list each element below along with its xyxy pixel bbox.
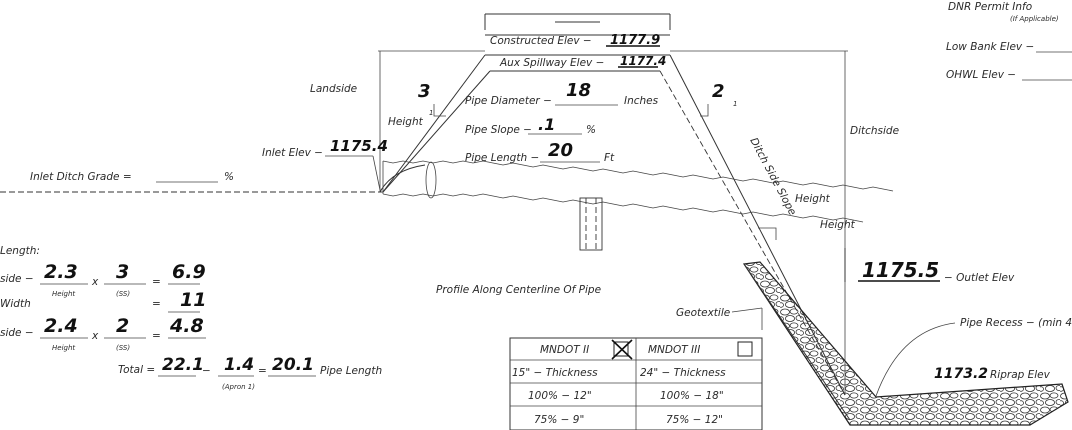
pipe-length-unit: Ft: [604, 152, 615, 164]
calc-row1-ss-caption: (SS): [116, 290, 130, 298]
inlet-elev-value: 1175.4: [330, 137, 388, 155]
mndot-iii-header: MNDOT III: [648, 344, 700, 356]
mndot-row1-col2: 24" − Thickness: [640, 367, 726, 379]
inlet-ditch-grade-unit: %: [224, 171, 234, 183]
calc-row1-height: 2.3: [44, 261, 78, 283]
landside-slope-value: 3: [418, 81, 431, 102]
svg-text:x: x: [91, 276, 99, 288]
landside-slope-triangle: [433, 104, 446, 117]
outlet-elev-value: 1175.5: [862, 258, 939, 282]
calc-row3-prefix: side −: [0, 327, 34, 339]
svg-text:=: =: [152, 330, 161, 342]
pipe-diameter-label: Pipe Diameter −: [465, 95, 552, 107]
ditchside-height-label-1: Height: [795, 193, 831, 205]
calc-apron-caption: (Apron 1): [222, 383, 255, 391]
calc-row3-height: 2.4: [44, 315, 78, 337]
pipe-diameter-value: 18: [566, 80, 591, 101]
profile-caption: Profile Along Centerline Of Pipe: [436, 284, 601, 296]
aux-spillway-value: 1177.4: [620, 54, 666, 68]
pipe-slope-label: Pipe Slope −: [465, 124, 532, 136]
calc-row3-height-caption: Height: [52, 344, 75, 352]
calc-row1-height-caption: Height: [52, 290, 75, 298]
ditchside-slope-one: 1: [733, 100, 737, 108]
pipe-recess-label: Pipe Recess − (min 4'): [960, 317, 1072, 329]
pipe-length-label: Pipe Length −: [465, 152, 539, 164]
geotextile-label: Geotextile: [676, 307, 730, 319]
mndot-row2-col2: 100% − 18": [660, 390, 724, 402]
mndot-row3-col1: 75% − 9": [534, 414, 584, 426]
if-applicable-label: (If Applicable): [1010, 15, 1059, 23]
aux-spillway-label: Aux Spillway Elev −: [499, 57, 604, 69]
calc-apron-value: 1.4: [224, 355, 254, 375]
dnr-permit-label: DNR Permit Info: [948, 1, 1032, 13]
calc-total-value: 22.1: [162, 355, 204, 375]
ohwl-elev-label: OHWL Elev −: [946, 69, 1016, 81]
mndot-iii-checkbox[interactable]: [737, 341, 753, 357]
ditchside-height-dimension: [670, 50, 848, 395]
calc-row1-ss: 3: [116, 261, 129, 283]
svg-text:x: x: [91, 330, 99, 342]
calc-row3-ss-caption: (SS): [116, 344, 130, 352]
calc-title: Length:: [0, 245, 40, 257]
svg-text:−: −: [202, 365, 211, 377]
calc-pipe-length-label: Pipe Length: [320, 365, 382, 377]
constructed-elev-value: 1177.9: [610, 33, 660, 48]
ditchside-slope-value: 2: [712, 81, 725, 102]
ditch-side-slope-label: Ditch Side Slope: [747, 136, 798, 218]
mndot-row3-col2: 75% − 12": [666, 414, 723, 426]
inlet-ditch-grade-label: Inlet Ditch Grade =: [30, 171, 132, 183]
riprap-elev-value: 1173.2: [934, 366, 988, 382]
calc-row1-result: 6.9: [172, 261, 206, 283]
inlet-ditch-line: [0, 164, 426, 193]
low-bank-elev-label: Low Bank Elev −: [946, 41, 1034, 53]
riprap-apron: [742, 261, 1069, 426]
svg-text:=: =: [258, 365, 267, 377]
calc-width-label: Width: [0, 298, 31, 310]
pipe-length-value: 20: [548, 140, 573, 161]
mndot-ii-header: MNDOT II: [540, 344, 589, 356]
culvert-pipe: [382, 160, 894, 282]
pipe-slope-unit: %: [586, 124, 596, 136]
mndot-ii-checkbox-x[interactable]: [611, 339, 633, 360]
calc-row3-ss: 2: [116, 315, 129, 337]
ditchside-slope-triangle: [700, 104, 777, 240]
mndot-row1-col1: 15" − Thickness: [512, 367, 598, 379]
landside-slope-one: 1: [429, 109, 433, 117]
ditchside-label: Ditchside: [850, 125, 899, 137]
landside-label: Landside: [310, 83, 357, 95]
svg-text:=: =: [152, 276, 161, 288]
calc-pipe-length-value: 20.1: [272, 355, 314, 375]
calc-row1-prefix: side −: [0, 273, 34, 285]
calc-width-value: 11: [180, 289, 206, 311]
outlet-elev-label: − Outlet Elev: [944, 272, 1015, 284]
svg-text:=: =: [152, 298, 161, 310]
pipe-diameter-unit: Inches: [624, 95, 659, 107]
constructed-elev-label: Constructed Elev −: [490, 35, 592, 47]
mndot-row2-col1: 100% − 12": [528, 390, 592, 402]
inlet-elev-label: Inlet Elev −: [262, 147, 323, 159]
riprap-elev-label: Riprap Elev: [990, 369, 1051, 381]
calc-total-label: Total =: [118, 364, 155, 376]
calc-row3-result: 4.8: [169, 315, 204, 337]
mndot-table: MNDOT II MNDOT III 15" − Thickness 24" −…: [509, 337, 763, 430]
pipe-slope-value: .1: [538, 115, 555, 134]
landside-height-dimension: [378, 50, 485, 192]
landside-height-label: Height: [388, 116, 424, 128]
ditchside-height-label-2: Height: [820, 219, 856, 231]
